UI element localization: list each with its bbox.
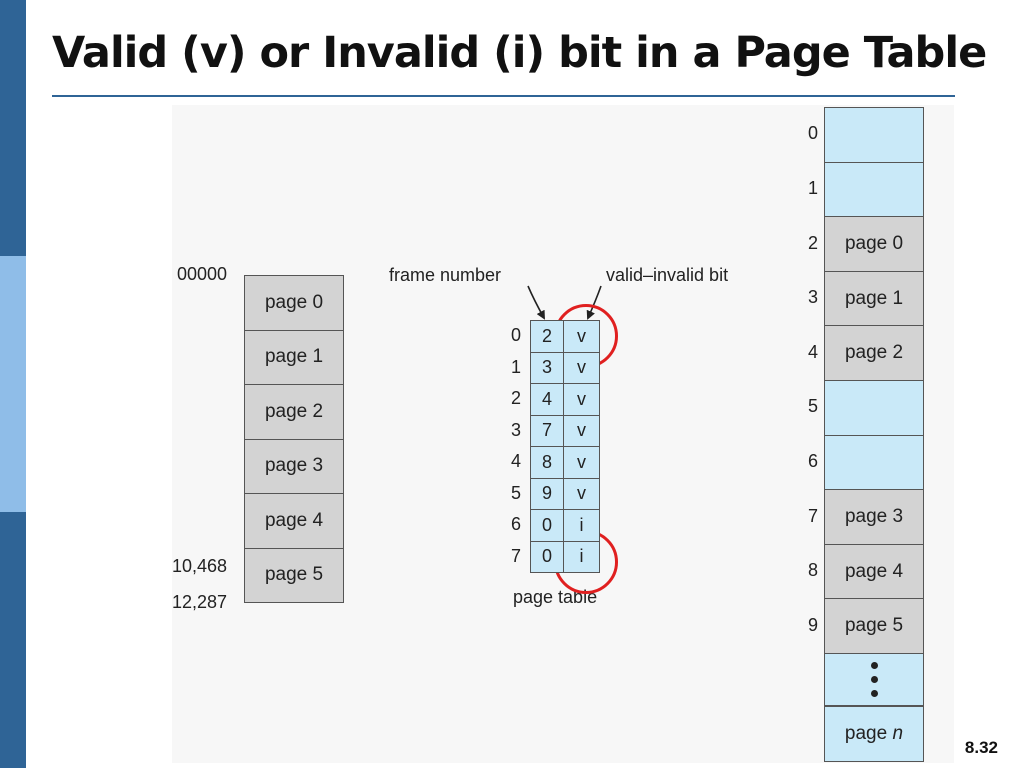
sidebar-segment-top (0, 0, 26, 256)
address-start: 00000 (177, 264, 228, 284)
page-table-frame-7: 0 (530, 540, 564, 573)
frame-0 (824, 107, 924, 163)
frame-number-arrow (527, 285, 545, 320)
page-table-frame-6: 0 (530, 509, 564, 542)
page-table-index-5: 5 (510, 482, 521, 503)
page-table-bit-4: v (563, 446, 600, 479)
page-table-bit-7: i (563, 540, 600, 573)
logical-page-0: page 0 (244, 275, 344, 331)
frame-index-6: 6 (807, 450, 818, 471)
frame-1 (824, 161, 924, 218)
frame-index-3: 3 (807, 287, 818, 308)
logical-page-5: page 5 (244, 547, 344, 603)
page-table-frame-2: 4 (530, 383, 564, 416)
page-table-bit-0: v (563, 320, 600, 353)
address-page5-start: 10,468 (172, 556, 228, 576)
frame-5 (824, 380, 924, 436)
logical-page-3: page 3 (244, 438, 344, 494)
frame-index-1: 1 (807, 177, 818, 198)
page-table-index-6: 6 (510, 514, 521, 534)
frame-7: page 3 (824, 489, 924, 545)
frame-index-2: 2 (807, 232, 818, 253)
valid-invalid-bit-label: valid–invalid bit (606, 265, 729, 285)
page-table-frame-0: 2 (530, 320, 564, 353)
frame-index-9: 9 (807, 614, 818, 635)
sidebar-segment-bottom (0, 512, 26, 768)
page-table-bit-6: i (563, 509, 600, 542)
page-table-bit-5: v (563, 477, 600, 510)
slide-number: 8.32 (964, 738, 998, 757)
last-page-prefix: page (844, 723, 888, 744)
frame-index-4: 4 (807, 341, 818, 362)
logical-page-4: page 4 (244, 493, 344, 549)
last-page-var: n (892, 723, 904, 744)
page-table-index-7: 7 (510, 545, 521, 566)
frame-number-label: frame number (389, 265, 502, 285)
page-table-bit-3: v (563, 414, 600, 447)
frame-3: page 1 (824, 270, 924, 327)
ellipsis-icon (870, 662, 878, 697)
logical-page-2: page 2 (244, 384, 344, 440)
page-table-index-3: 3 (510, 419, 521, 440)
page-table-frame-4: 8 (530, 446, 564, 479)
slide-title: Valid (v) or Invalid (i) bit in a Page T… (52, 28, 987, 78)
title-divider (52, 95, 955, 97)
page-table-index-0: 0 (510, 325, 521, 345)
page-table-frame-3: 7 (530, 414, 564, 447)
frame-8: page 4 (824, 543, 924, 600)
page-table-bit-2: v (563, 383, 600, 416)
frame-2: page 0 (824, 216, 924, 272)
frame-ellipsis (824, 653, 924, 706)
page-table-index-2: 2 (510, 388, 521, 408)
frame-6 (824, 434, 924, 491)
frame-9: page 5 (824, 598, 924, 654)
page-table-bit-1: v (563, 351, 600, 384)
frame-4: page 2 (824, 325, 924, 381)
slide-sidebar (0, 0, 26, 768)
frame-index-7: 7 (807, 505, 818, 526)
frame-index-8: 8 (807, 560, 818, 581)
page-table-frame-1: 3 (530, 351, 564, 384)
address-end: 12,287 (172, 592, 228, 612)
frame-index-0: 0 (807, 123, 818, 144)
sidebar-segment-middle (0, 256, 26, 512)
page-table-frame-5: 9 (530, 477, 564, 510)
page-table-index-1: 1 (510, 356, 521, 377)
frame-index-5: 5 (807, 396, 818, 417)
frame-last: page n (824, 706, 924, 762)
page-table-index-4: 4 (510, 451, 521, 471)
